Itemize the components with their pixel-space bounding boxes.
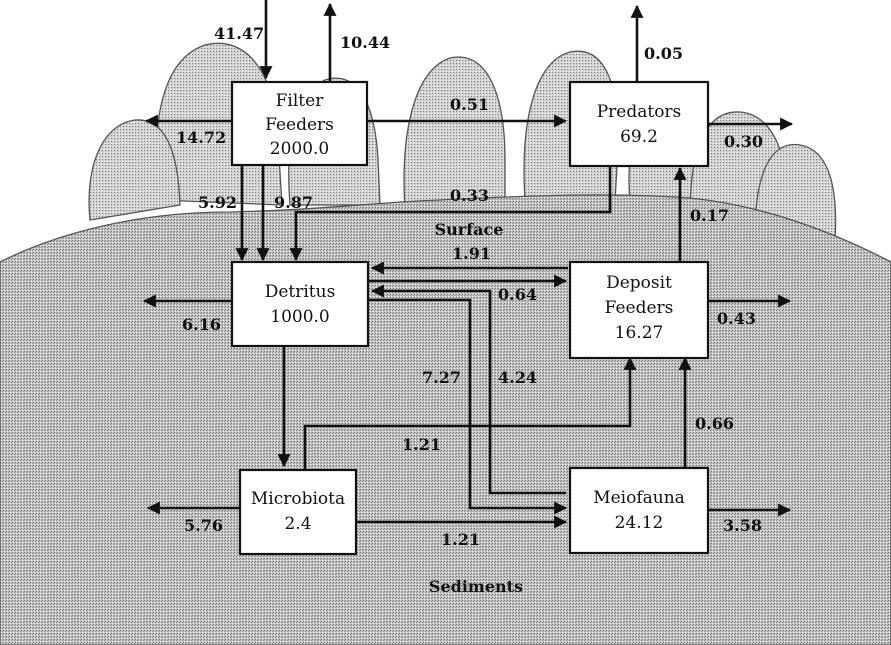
box-predators: Predators 69.2 — [570, 82, 708, 166]
box-filter-feeders: Filter Feeders 2000.0 — [232, 82, 367, 165]
flow-label-filter-to-detritus-a: 5.92 — [198, 193, 237, 212]
flow-label-filter-loss: 14.72 — [176, 128, 226, 147]
flow-label-filter-to-detritus-b: 9.87 — [274, 193, 313, 212]
predators-label: Predators — [597, 102, 682, 122]
flow-label-deposit-to-predators: 0.17 — [690, 206, 729, 225]
flow-label-meiofauna-to-detritus: 4.24 — [498, 368, 537, 387]
flow-label-meiofauna-to-deposit: 0.66 — [695, 414, 734, 433]
meiofauna-value: 24.12 — [615, 513, 664, 533]
flow-label-input-filter: 41.47 — [214, 24, 264, 43]
box-meiofauna: Meiofauna 24.12 — [570, 468, 708, 553]
flow-label-deposit-loss: 0.43 — [717, 309, 756, 328]
flow-label-filter-to-predators: 0.51 — [450, 95, 489, 114]
meiofauna-label: Meiofauna — [593, 488, 685, 508]
box-microbiota: Microbiota 2.4 — [240, 470, 356, 554]
detritus-label: Detritus — [265, 282, 336, 302]
flow-label-microbiota-to-meiofauna: 1.21 — [441, 530, 480, 549]
microbiota-label: Microbiota — [251, 489, 345, 509]
flow-label-filter-out: 10.44 — [340, 33, 390, 52]
box-detritus: Detritus 1000.0 — [232, 262, 368, 346]
deposit-feeders-value: 16.27 — [615, 323, 664, 343]
flow-label-microbiota-to-deposit: 1.21 — [402, 435, 441, 454]
filter-feeders-label-1: Filter — [276, 91, 325, 111]
flow-label-microbiota-loss: 5.76 — [184, 516, 223, 535]
flow-label-detritus-to-meiofauna: 7.27 — [422, 368, 461, 387]
flow-label-detritus-to-deposit: 0.64 — [498, 285, 537, 304]
microbiota-value: 2.4 — [284, 514, 311, 534]
predators-value: 69.2 — [620, 127, 658, 147]
surface-label: Surface — [435, 220, 504, 239]
flow-label-meiofauna-loss: 3.58 — [723, 516, 762, 535]
flow-label-predators-loss: 0.30 — [724, 132, 763, 151]
box-deposit-feeders: Deposit Feeders 16.27 — [570, 262, 708, 358]
filter-feeders-label-2: Feeders — [265, 115, 334, 135]
filter-feeders-value: 2000.0 — [270, 139, 329, 159]
sediments-label: Sediments — [429, 577, 523, 596]
flow-label-detritus-loss: 6.16 — [182, 315, 221, 334]
detritus-value: 1000.0 — [270, 307, 329, 327]
flow-label-predators-to-detritus: 0.33 — [450, 186, 489, 205]
deposit-feeders-label-2: Feeders — [605, 298, 674, 318]
deposit-feeders-label-1: Deposit — [606, 273, 672, 293]
flow-label-predators-out: 0.05 — [644, 44, 683, 63]
flow-label-deposit-to-detritus: 1.91 — [452, 244, 491, 263]
